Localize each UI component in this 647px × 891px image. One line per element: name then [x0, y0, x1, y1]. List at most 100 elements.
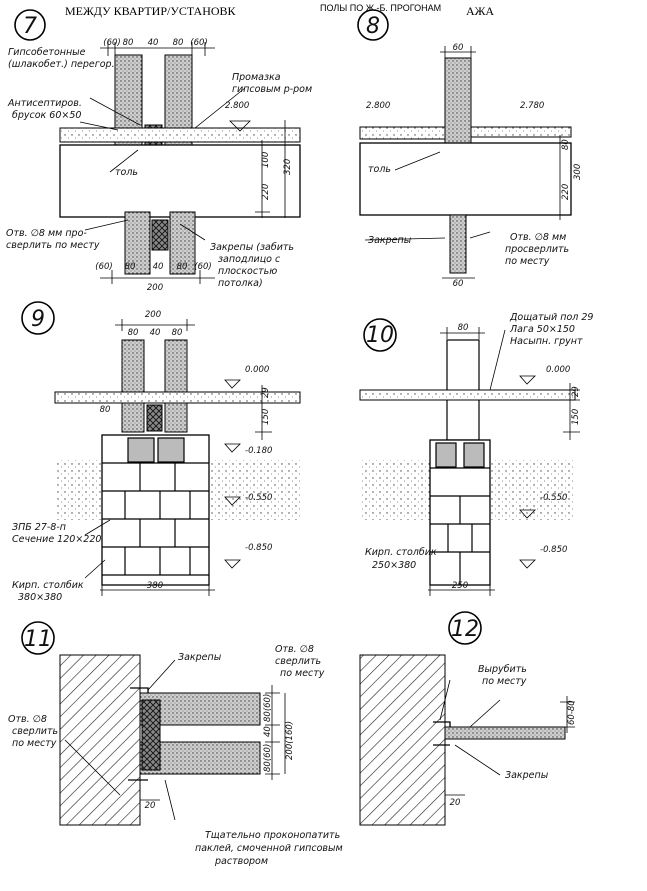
d11-label-caulk-1: Тщательно проконопатить — [205, 830, 340, 841]
d9-dim-top-3: 80 — [172, 328, 183, 338]
d11-label-hole-2: сверлить — [12, 726, 58, 737]
d9-dim-v2: 150 — [261, 409, 271, 425]
d7-dim-bottom-5: (60) — [194, 262, 211, 272]
d11-label-clamps: Закрепы — [178, 652, 222, 663]
d7-dim-bottom-4: 80 — [177, 262, 188, 272]
detail-11: 11 80(60) 40 80(60) 200(160) 20 Закрепы … — [8, 621, 343, 867]
d7-level: 2.800 — [225, 101, 249, 111]
detail-11-number: 11 — [24, 627, 52, 652]
d8-floor-right — [470, 126, 572, 138]
d7-dim-top-4: 80 — [173, 38, 184, 48]
d9-dim-top-2: 40 — [150, 328, 161, 338]
d10-brick-courses — [430, 442, 490, 585]
d8-dim-top: 60 — [453, 43, 464, 53]
d9-level-2: -0.550 — [245, 493, 272, 503]
d8-level-left: 2.800 — [366, 101, 390, 111]
d7-label-tol: толь — [115, 167, 138, 178]
d10-label-floor-3: Насыпн. грунт — [510, 336, 583, 347]
detail-12: 12 60-80 20 Отв. ∅8 сверлить по месту Вы… — [275, 611, 577, 826]
d10-label-column-2: 250×380 — [372, 560, 416, 571]
d8-floor-left — [359, 126, 446, 140]
d7-dim-bottom-3: 40 — [153, 262, 164, 272]
d10-level-0: 0.000 — [546, 365, 570, 375]
d10-label-floor-1: Дощатый пол 29 — [509, 312, 593, 323]
d9-partition-left — [121, 339, 145, 433]
d11-label-hole-3: по месту — [12, 738, 57, 749]
d8-label-hole-1: Отв. ∅8 мм — [510, 232, 566, 243]
d7-label-antiseptic-1: Антисептиров. — [7, 98, 82, 109]
lower-right-block — [169, 211, 196, 275]
detail-7-circle — [14, 9, 46, 41]
d8-label-hole-2: просверлить — [505, 244, 569, 255]
concrete-girder — [59, 144, 301, 218]
d8-label-tol: толь — [368, 164, 391, 175]
d9-brick-column — [101, 434, 210, 586]
d9-label-column-1: Кирп. столбик — [12, 580, 84, 591]
d7-label-hole-1: Отв. ∅8 мм про- — [6, 228, 87, 239]
d10-label-column-1: Кирп. столбик — [365, 547, 437, 558]
d8-level-right: 2.780 — [520, 101, 544, 111]
d9-dim-side: 80 — [100, 405, 111, 415]
lower-bar — [151, 219, 169, 251]
d9-level-3: -0.850 — [245, 543, 272, 553]
d7-label-clamps-1: Закрепы (забить — [210, 242, 294, 253]
detail-10: 10 80 0.000 29 150 -0.550 -0.850 250 Дощ… — [359, 312, 593, 596]
d7-label-partition-1: Гипсобетонные — [8, 47, 86, 58]
d7-label-coating-1: Промазка — [232, 72, 281, 83]
detail-8: 8 60 2.800 2.780 80 220 300 60 толь Закр… — [357, 9, 583, 289]
detail-8-circle — [357, 9, 389, 41]
detail-10-number: 10 — [366, 323, 394, 348]
d7-label-clamps-4: потолка) — [218, 278, 263, 289]
d10-dim-v1: 29 — [571, 386, 581, 397]
detail-7: 7 (60) 80 40 80 (60) 2.800 100 220 320 (… — [6, 9, 312, 293]
d9-label-lintel-2: Сечение 120×220 — [12, 534, 101, 545]
detail-8-number: 8 — [366, 14, 380, 39]
d9-antiseptic-bar — [146, 404, 163, 432]
d12-label-hole-3: по месту — [280, 668, 325, 679]
d12-label-cut-2: по месту — [482, 676, 527, 687]
detail-12-circle — [448, 611, 482, 645]
d7-dim-v1: 100 — [261, 152, 271, 168]
d8-partition-block — [444, 57, 472, 155]
d9-dim-top-total: 200 — [145, 310, 161, 320]
d10-level-2: -0.550 — [540, 493, 567, 503]
page-header: МЕЖДУ КВАРТИР/УСТАНОВК ПОЛЫ ПО Ж.-Б. ПРО… — [0, 0, 647, 22]
detail-11-circle — [21, 621, 55, 655]
d12-panel — [444, 726, 566, 740]
d11-wall — [59, 654, 141, 826]
d8-concrete-girder — [359, 142, 572, 216]
d10-dim-bottom: 250 — [452, 581, 468, 591]
d8-label-clamps: Закрепы — [368, 235, 412, 246]
d10-floor-boards — [359, 389, 576, 401]
detail-12-number: 12 — [451, 617, 479, 642]
d10-dim-top: 80 — [458, 323, 469, 333]
detail-9: 9 200 80 40 80 80 0.000 29 150 -0.180 -0… — [12, 301, 301, 603]
d10-label-floor-2: Лага 50×150 — [509, 324, 575, 335]
d12-dim-bottom: 20 — [450, 798, 461, 808]
header-title-mid: ПОЛЫ ПО Ж.-Б. ПРОГОНАМ — [320, 3, 442, 13]
d7-dim-top-3: 40 — [148, 38, 159, 48]
d11-label-caulk-2: паклей, смоченной гипсовым — [195, 843, 343, 854]
floor-boards — [59, 127, 301, 143]
d9-floor-boards — [54, 391, 301, 404]
d11-dim-bottom: 20 — [145, 801, 156, 811]
d7-dim-top-1: (60) — [103, 38, 120, 48]
lower-left-block — [124, 211, 151, 275]
d9-level-1: -0.180 — [245, 446, 272, 456]
d7-label-coating-2: гипсовым р-ром — [232, 84, 312, 95]
d8-dim-v3: 300 — [573, 164, 583, 180]
d8-dim-bottom: 60 — [453, 279, 464, 289]
d7-dim-bottom-1: (60) — [95, 262, 112, 272]
d7-label-partition-2: (шлакобет.) перегор. — [8, 59, 115, 70]
d10-dim-v2: 150 — [571, 409, 581, 425]
d12-wall — [359, 654, 446, 826]
d12-label-hole-1: Отв. ∅8 — [275, 644, 314, 655]
d9-dim-bottom: 380 — [147, 581, 163, 591]
d9-level-0: 0.000 — [245, 365, 269, 375]
d7-dim-bottom-total: 200 — [147, 283, 163, 293]
d9-label-lintel-1: ЗПБ 27-8-п — [12, 522, 66, 533]
d7-dim-top-5: (60) — [190, 38, 207, 48]
d10-level-3: -0.850 — [540, 545, 567, 555]
d7-dim-v3: 320 — [283, 159, 293, 175]
